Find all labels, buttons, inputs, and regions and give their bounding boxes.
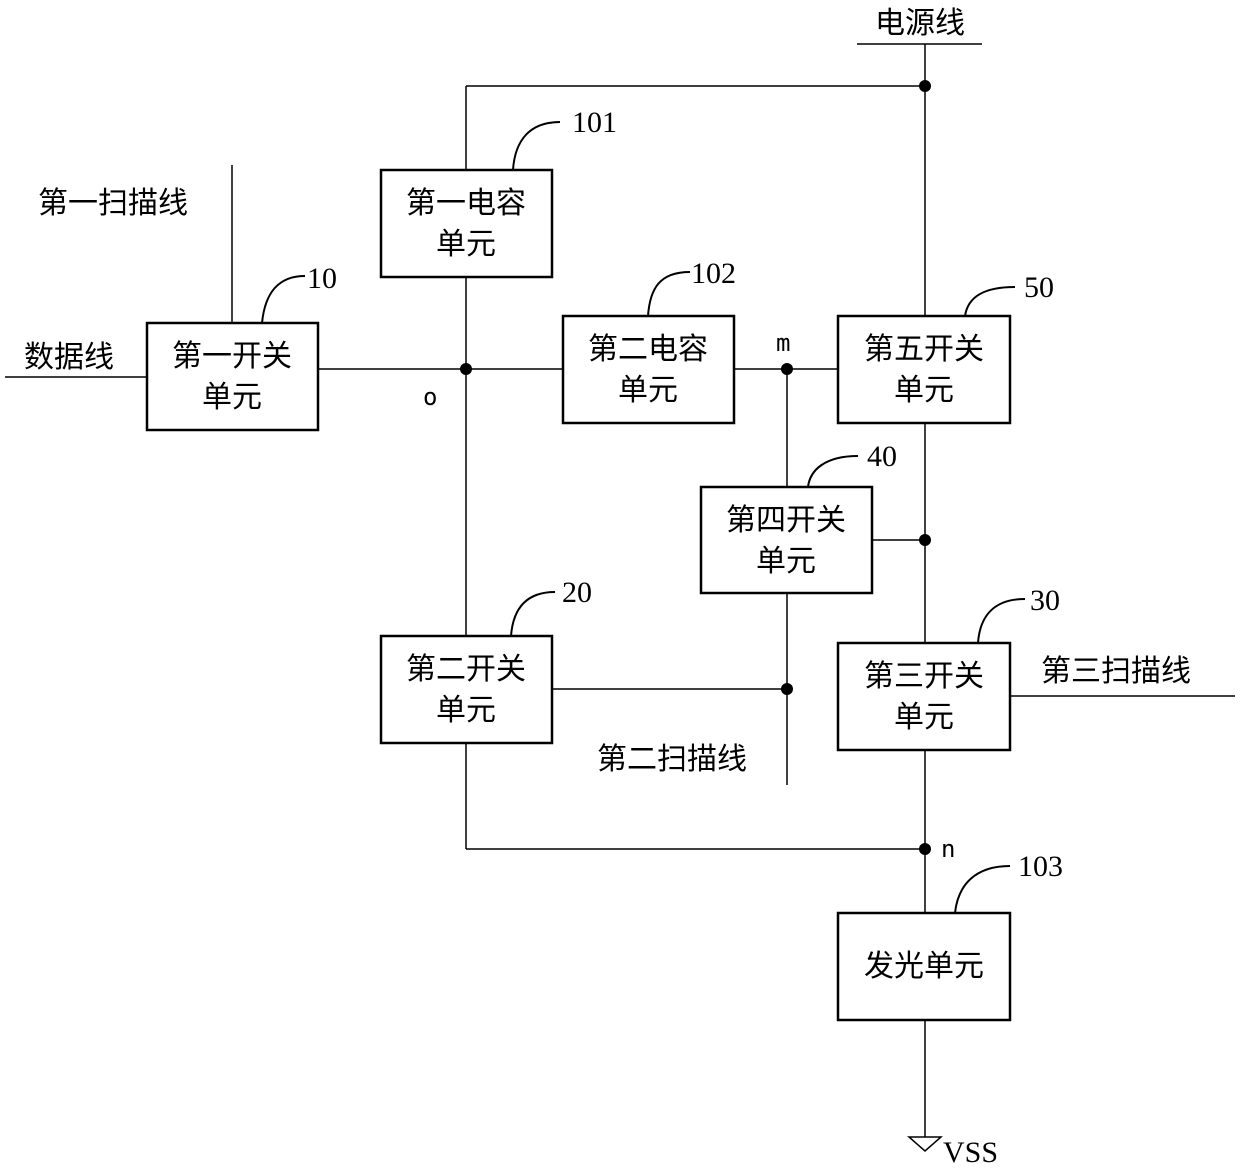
ref-103: 103 <box>1018 850 1063 883</box>
sw4-label-line1: 第四开关 <box>726 503 846 538</box>
leader-50 <box>965 287 1015 316</box>
led-label: 发光单元 <box>864 949 984 984</box>
scan-line-2-label: 第二扫描线 <box>597 742 747 777</box>
leader-101 <box>513 122 560 170</box>
ref-20: 20 <box>562 576 592 609</box>
ref-101: 101 <box>572 106 617 139</box>
sw1-unit: 第一开关 单元 <box>147 323 318 430</box>
ref-10: 10 <box>307 262 337 295</box>
sw2-label-line1: 第二开关 <box>406 652 526 687</box>
cap2-label-line1: 第二电容 <box>588 332 708 367</box>
vss-label: VSS <box>943 1136 998 1169</box>
node-n-label: n <box>941 835 955 863</box>
reference-leaders <box>262 122 1025 913</box>
led-unit: 发光单元 <box>838 913 1010 1020</box>
sw1-label-line1: 第一开关 <box>172 339 292 374</box>
sw3-label-line2: 单元 <box>894 700 954 735</box>
leader-40 <box>808 456 858 487</box>
sw3-label-line1: 第三开关 <box>864 659 984 694</box>
leader-30 <box>978 599 1025 643</box>
node-m-label: m <box>776 329 790 357</box>
sw3-unit: 第三开关 单元 <box>838 643 1010 750</box>
scan-line-3-label: 第三扫描线 <box>1041 654 1191 689</box>
leader-20 <box>511 592 555 636</box>
cap2-label-line2: 单元 <box>618 373 678 408</box>
ref-30: 30 <box>1030 584 1060 617</box>
sw5-label-line2: 单元 <box>894 373 954 408</box>
dot-node-m <box>781 363 793 375</box>
cap1-label-line2: 单元 <box>436 227 496 262</box>
leader-103 <box>955 866 1010 913</box>
leader-102 <box>648 272 690 316</box>
ref-40: 40 <box>867 440 897 473</box>
sw2-label-line2: 单元 <box>436 693 496 728</box>
scan-line-1-label: 第一扫描线 <box>38 186 188 221</box>
sw2-unit: 第二开关 单元 <box>381 636 552 743</box>
leader-10 <box>262 276 305 323</box>
dot-sw4-rail <box>919 534 931 546</box>
ref-102: 102 <box>691 257 736 290</box>
power-line-label: 电源线 <box>875 6 965 41</box>
cap1-label-line1: 第一电容 <box>406 186 526 221</box>
dot-scan-2 <box>781 683 793 695</box>
dot-node-o <box>460 363 472 375</box>
dot-node-n <box>919 843 931 855</box>
ref-50: 50 <box>1024 271 1054 304</box>
cap1-unit: 第一电容 单元 <box>381 170 552 277</box>
node-o-label: o <box>423 383 437 411</box>
vss-ground-icon <box>909 1137 941 1151</box>
sw5-unit: 第五开关 单元 <box>838 316 1010 423</box>
sw4-unit: 第四开关 单元 <box>701 487 872 593</box>
sw4-label-line2: 单元 <box>756 544 816 579</box>
dot-power <box>919 80 931 92</box>
data-line-label: 数据线 <box>24 340 114 375</box>
cap2-unit: 第二电容 单元 <box>563 316 734 423</box>
sw5-label-line1: 第五开关 <box>864 332 984 367</box>
sw1-label-line2: 单元 <box>202 380 262 415</box>
